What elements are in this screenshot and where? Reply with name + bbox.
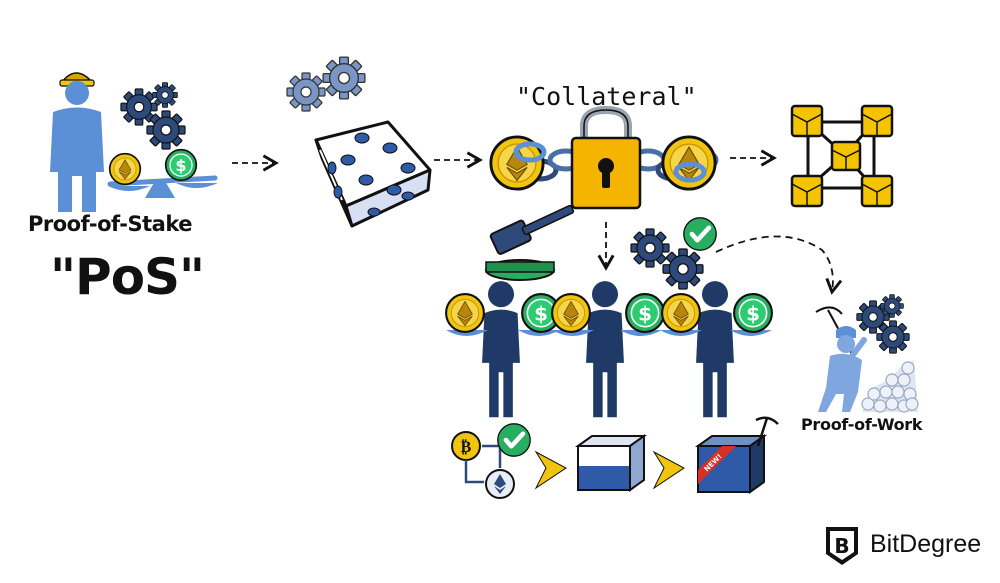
block-icon <box>574 434 648 492</box>
padlock-icon <box>570 105 642 210</box>
pos-title: "PoS" <box>50 248 205 306</box>
balance-scale-icon <box>446 330 772 336</box>
collateral-label: "Collateral" <box>516 82 697 111</box>
chain-icon <box>513 141 707 183</box>
check-icon <box>684 218 716 250</box>
miner-figure <box>815 306 867 412</box>
blockchain-icon <box>790 104 894 208</box>
dollar-coin-icon <box>733 293 773 333</box>
chevron-right-icon <box>652 450 685 490</box>
bitdegree-logo: B BitDegree <box>822 524 998 568</box>
worker-figure <box>50 72 104 212</box>
chevron-right-icon <box>534 450 567 490</box>
dollar-coin-icon <box>164 148 198 182</box>
arrow-curve <box>715 235 843 295</box>
gear-icon <box>856 294 910 354</box>
ethereum-coin-icon <box>445 293 485 333</box>
check-icon <box>498 424 530 456</box>
crypto-exchange-icon: ₿ <box>451 431 515 499</box>
dollar-coin-icon <box>625 293 665 333</box>
proof-of-work-label: Proof-of-Work <box>801 415 923 434</box>
gear-icon <box>286 56 366 112</box>
logo-letter: B <box>834 534 849 558</box>
gavel-icon <box>485 204 575 281</box>
ethereum-coin-icon <box>661 293 701 333</box>
new-block-icon: NEW! <box>694 434 768 494</box>
svg-text:₿: ₿ <box>461 437 472 456</box>
dice-icon <box>314 120 432 228</box>
shield-logo-icon: B <box>826 527 858 565</box>
ethereum-coin-icon <box>108 152 142 186</box>
proof-of-stake-label: Proof-of-Stake <box>28 212 192 236</box>
pickaxe-icon <box>755 416 779 447</box>
ethereum-coin-icon <box>551 293 591 333</box>
gear-icon <box>120 82 186 150</box>
bitcoin-pile-icon <box>861 360 919 413</box>
brand-name: BitDegree <box>870 530 982 558</box>
